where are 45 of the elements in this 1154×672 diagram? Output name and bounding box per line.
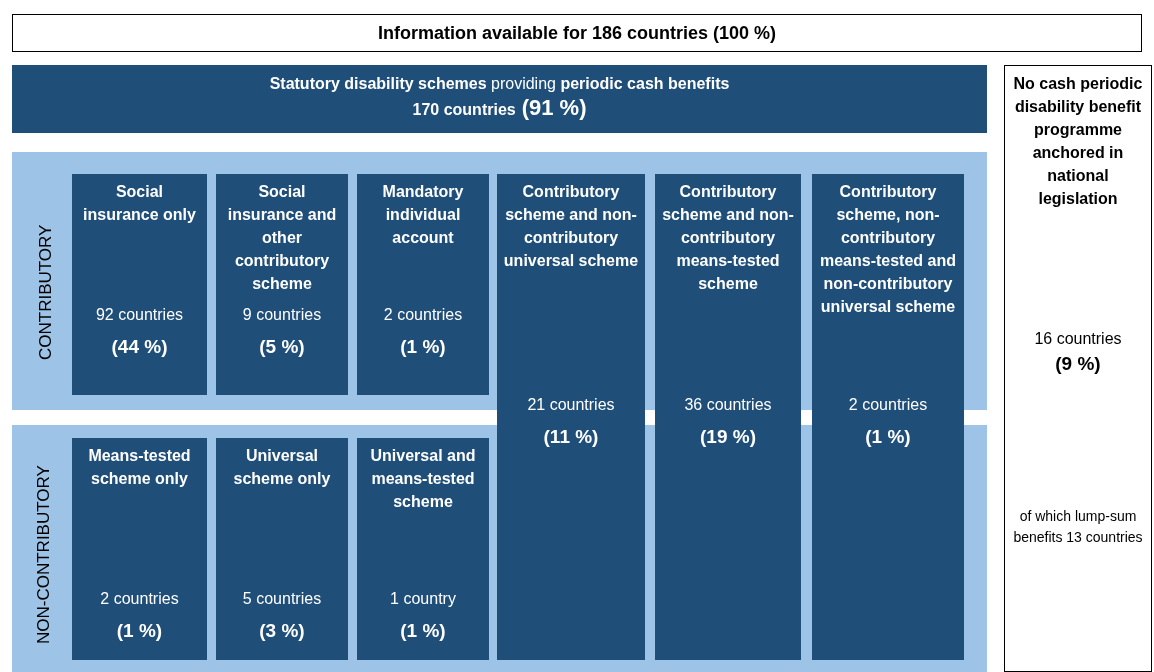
percentage: (19 %): [699, 425, 757, 449]
country-count: 36 countries: [683, 395, 773, 415]
country-count: 2 countries: [382, 305, 464, 325]
category-heading: Social insurance only: [82, 182, 197, 225]
category-heading: Means-tested scheme only: [87, 446, 192, 489]
category-heading: Universal and means-tested scheme: [369, 446, 477, 512]
percentage: (5 %): [258, 335, 306, 359]
category-box: [357, 174, 489, 395]
percentage: (1 %): [399, 335, 447, 359]
category-box: [812, 174, 964, 660]
category-heading: Social insurance and other contributory scheme: [226, 182, 338, 294]
category-box: [216, 438, 348, 660]
country-count: 21 countries: [526, 395, 616, 415]
category-heading: Contributory scheme, non-contributory means-tested and non-contributory universal scheme: [818, 182, 957, 317]
country-count: 9 countries: [241, 305, 323, 325]
country-count: 1 country: [389, 589, 457, 609]
country-count: 2 countries: [847, 395, 929, 415]
side-box: [1004, 65, 1152, 672]
category-heading: Mandatory individual account: [381, 182, 465, 248]
country-count: 2 countries: [99, 589, 180, 609]
percentage: (1 %): [115, 619, 164, 643]
country-count: 16 countries: [1033, 329, 1123, 349]
category-box: [72, 174, 207, 395]
category-box: [497, 174, 645, 660]
percentage: (1 %): [399, 619, 447, 643]
category-box: [216, 174, 348, 395]
percentage: (1 %): [864, 425, 912, 449]
percentage: (9 %): [1054, 352, 1102, 376]
percentage: (3 %): [258, 619, 306, 643]
category-heading: Universal scheme only: [232, 446, 332, 489]
banner: Statutory disability schemes providing periodic cash benefits 170 countries (91 %): [12, 65, 987, 133]
category-box: [72, 438, 207, 660]
category-heading: Contributory scheme and non-contributory universal scheme: [503, 182, 639, 271]
category-box: [357, 438, 489, 660]
header-box: Information available for 186 countries (100 %): [12, 14, 1142, 52]
percentage: (11 %): [542, 425, 600, 449]
percentage: (44 %): [110, 335, 169, 359]
heading: No cash periodic disability benefit programme anchored in national legislation: [1012, 74, 1144, 209]
country-count: 5 countries: [241, 589, 323, 609]
vertical-label: CONTRIBUTORY: [36, 223, 56, 362]
category-box: [655, 174, 801, 660]
category-heading: Contributory scheme and non-contributory means-tested scheme: [661, 182, 795, 294]
country-count: 92 countries: [94, 305, 185, 325]
note: of which lump-sum benefits 13 countries: [1012, 507, 1144, 547]
vertical-label: NON-CONTRIBUTORY: [34, 464, 54, 647]
